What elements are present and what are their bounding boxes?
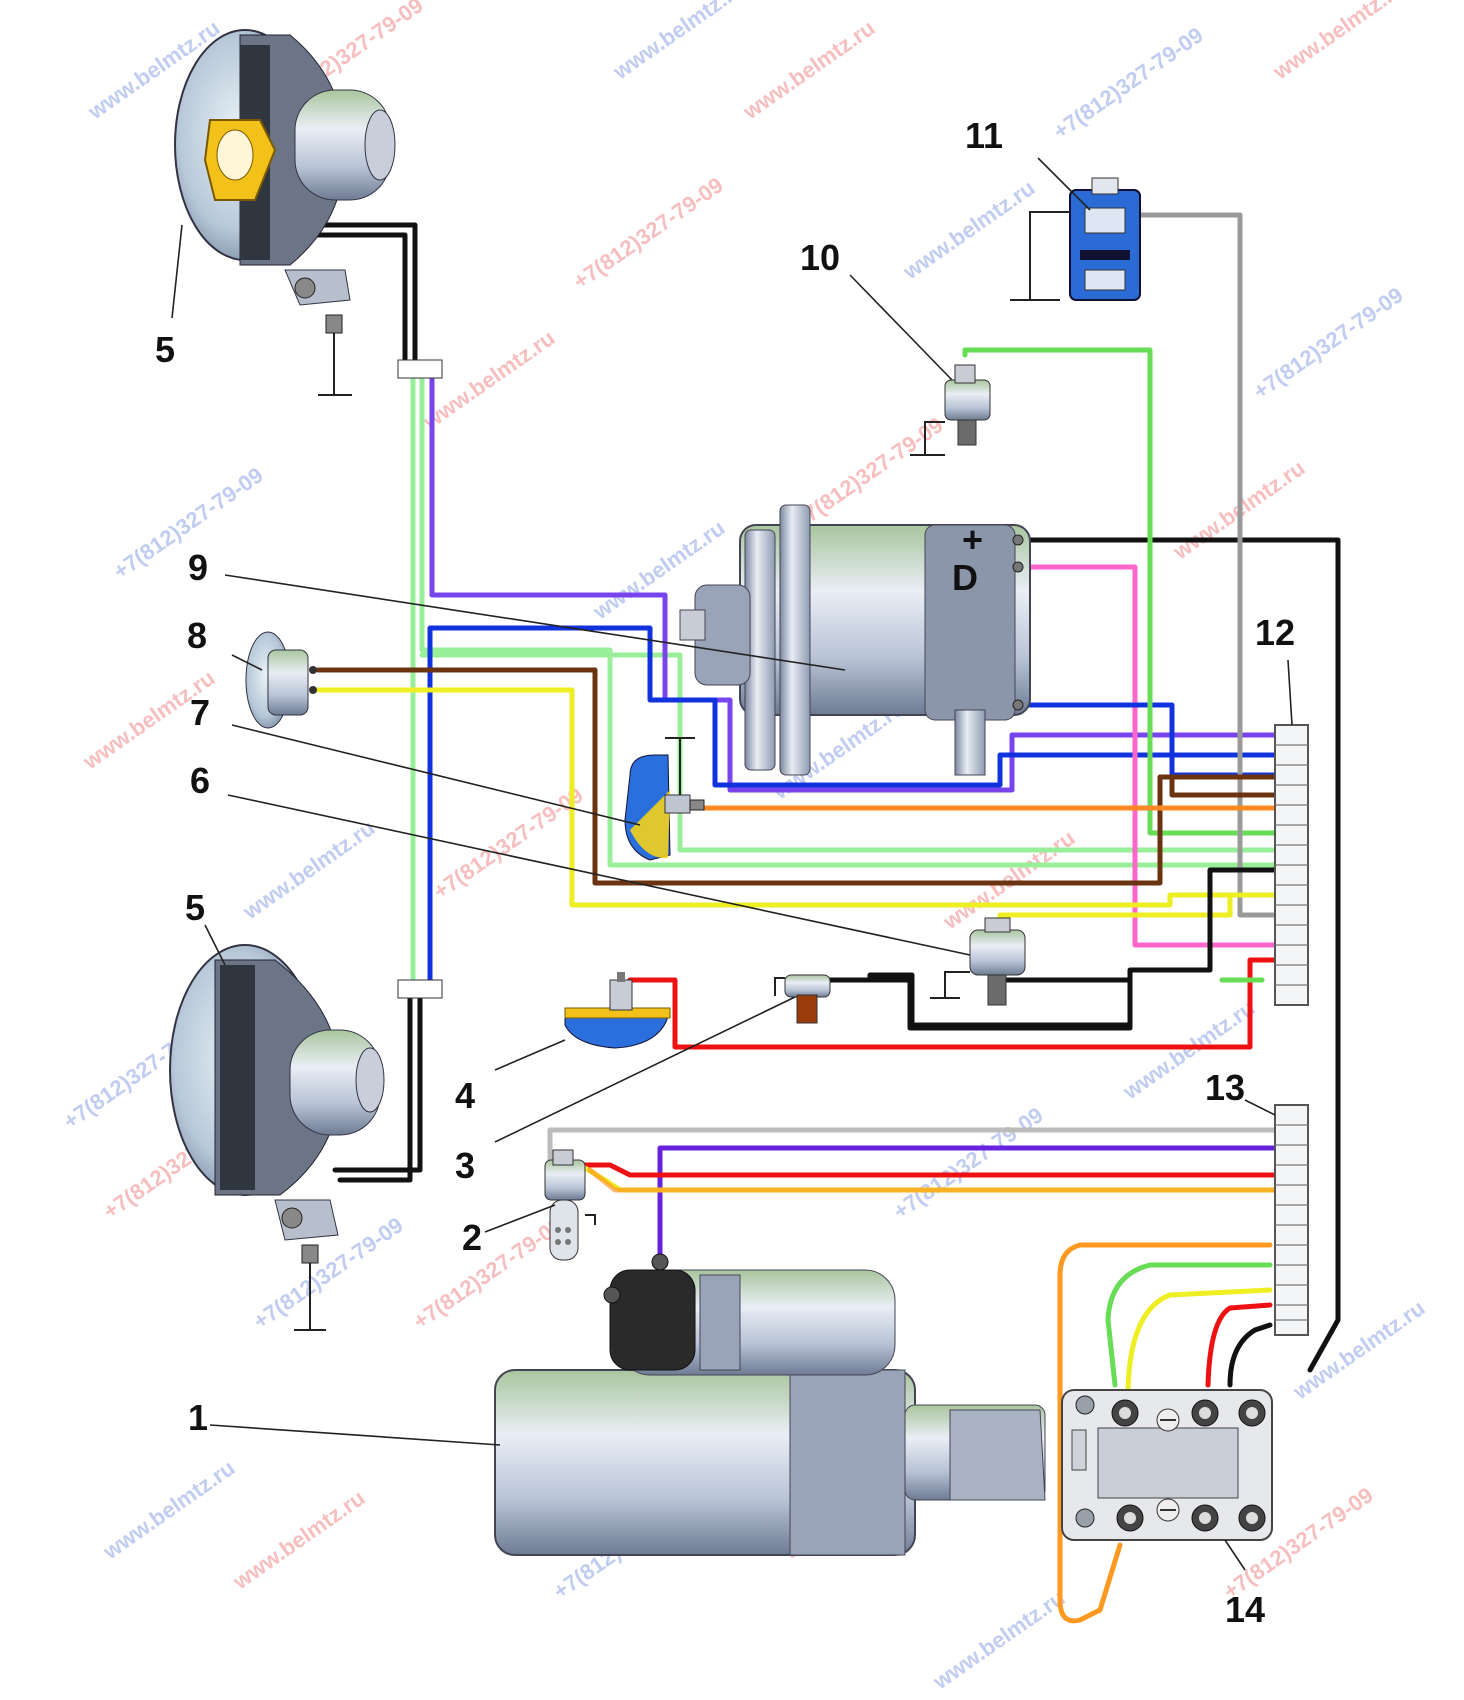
watermark-site: www.belmtz.ru	[898, 175, 1040, 285]
watermark-site: www.belmtz.ru	[1268, 0, 1410, 85]
label-10: 10	[800, 237, 840, 278]
watermark-phone: +7(812)327-79-09	[789, 412, 948, 534]
label-12: 12	[1255, 612, 1295, 653]
label-3: 3	[455, 1145, 475, 1186]
component-14-fuse-block	[1061, 1389, 1273, 1541]
label-11: 11	[965, 115, 1003, 156]
wire-sensor6-black	[867, 972, 1133, 1028]
wire-headlight-top-black-2	[302, 232, 408, 368]
wire-violet-13	[657, 1145, 1278, 1263]
label-9: 9	[188, 547, 208, 588]
wire-red	[627, 957, 1278, 1050]
wire-light-green-branch	[419, 367, 1278, 868]
number-labels: 11 10 5 9 12 8 7 6 5 4 13 3 2 1 14	[155, 115, 1295, 1630]
component-3-sensor	[774, 974, 831, 1024]
wire-blue	[427, 625, 1278, 988]
wire-sensor3-black	[817, 867, 1278, 1031]
component-9-alternator: + D	[679, 504, 1031, 776]
wire-grey	[1097, 212, 1278, 918]
label-5-top: 5	[155, 329, 175, 370]
wire-yellow-fuse	[1125, 1287, 1273, 1393]
watermark-phone: +7(812)327-79-09	[1049, 22, 1208, 144]
watermark-phone: +7(812)327-79-09	[1249, 282, 1408, 404]
watermark-site: www.belmtz.ru	[928, 1585, 1070, 1695]
label-2: 2	[462, 1217, 482, 1258]
alternator-d-label: D	[952, 557, 978, 598]
watermark-site: www.belmtz.ru	[228, 1485, 370, 1595]
component-13-connector-block	[1274, 1104, 1309, 1336]
wire-red-fuse	[1205, 1302, 1273, 1388]
wire-black-fuse	[1227, 1322, 1273, 1388]
component-6-sensor	[930, 917, 1026, 1006]
wire-headlight-bottom-black	[332, 982, 423, 1173]
component-4-sensor	[564, 972, 671, 1049]
watermark-phone: +7(812)327-79-09	[889, 1102, 1048, 1224]
label-1: 1	[188, 1397, 208, 1438]
label-6: 6	[190, 760, 210, 801]
component-10-sensor	[910, 364, 991, 456]
wire-green	[962, 347, 1278, 836]
wire-brown	[315, 667, 1278, 886]
watermark-site: www.belmtz.ru	[98, 1455, 240, 1565]
wire-alternator-black	[1017, 537, 1341, 1373]
component-8-signal	[245, 631, 317, 729]
label-8: 8	[187, 615, 207, 656]
watermark-site: www.belmtz.ru	[418, 325, 560, 435]
label-13: 13	[1205, 1067, 1245, 1108]
watermark-site: www.belmtz.ru	[608, 0, 750, 85]
wire-green-fuse	[1105, 1262, 1273, 1388]
component-5-headlight-top	[174, 29, 443, 396]
component-12-connector-block	[1274, 724, 1309, 1006]
label-14: 14	[1225, 1589, 1265, 1630]
component-1-starter-motor	[494, 1253, 1046, 1556]
label-5-bottom: 5	[185, 887, 205, 928]
wire-orange-fuse	[1057, 1242, 1273, 1624]
wire-red-13	[582, 1162, 1278, 1178]
wire-headlight-top-black	[297, 222, 418, 368]
wire-pink	[1017, 564, 1278, 948]
alternator-plus-label: +	[962, 519, 983, 560]
label-4: 4	[455, 1075, 475, 1116]
leader-lines	[171, 157, 1293, 1571]
label-7: 7	[190, 692, 210, 733]
wire-brown-2	[1169, 774, 1278, 798]
component-2-glow-plug	[544, 1149, 596, 1261]
watermark-site: www.belmtz.ru	[238, 815, 380, 925]
wire-orange-13	[587, 1167, 1278, 1193]
wire-yellow	[315, 687, 1278, 908]
component-5-headlight-bottom	[169, 944, 443, 1331]
watermark-phone: +7(812)327-79-09	[569, 172, 728, 294]
component-11-relay	[1010, 177, 1141, 301]
watermark-site: www.belmtz.ru	[738, 15, 880, 125]
wire-headlight-bottom-black-2	[337, 982, 413, 1183]
wire-grey-13	[547, 1127, 1278, 1163]
component-7-sensor	[624, 737, 705, 861]
